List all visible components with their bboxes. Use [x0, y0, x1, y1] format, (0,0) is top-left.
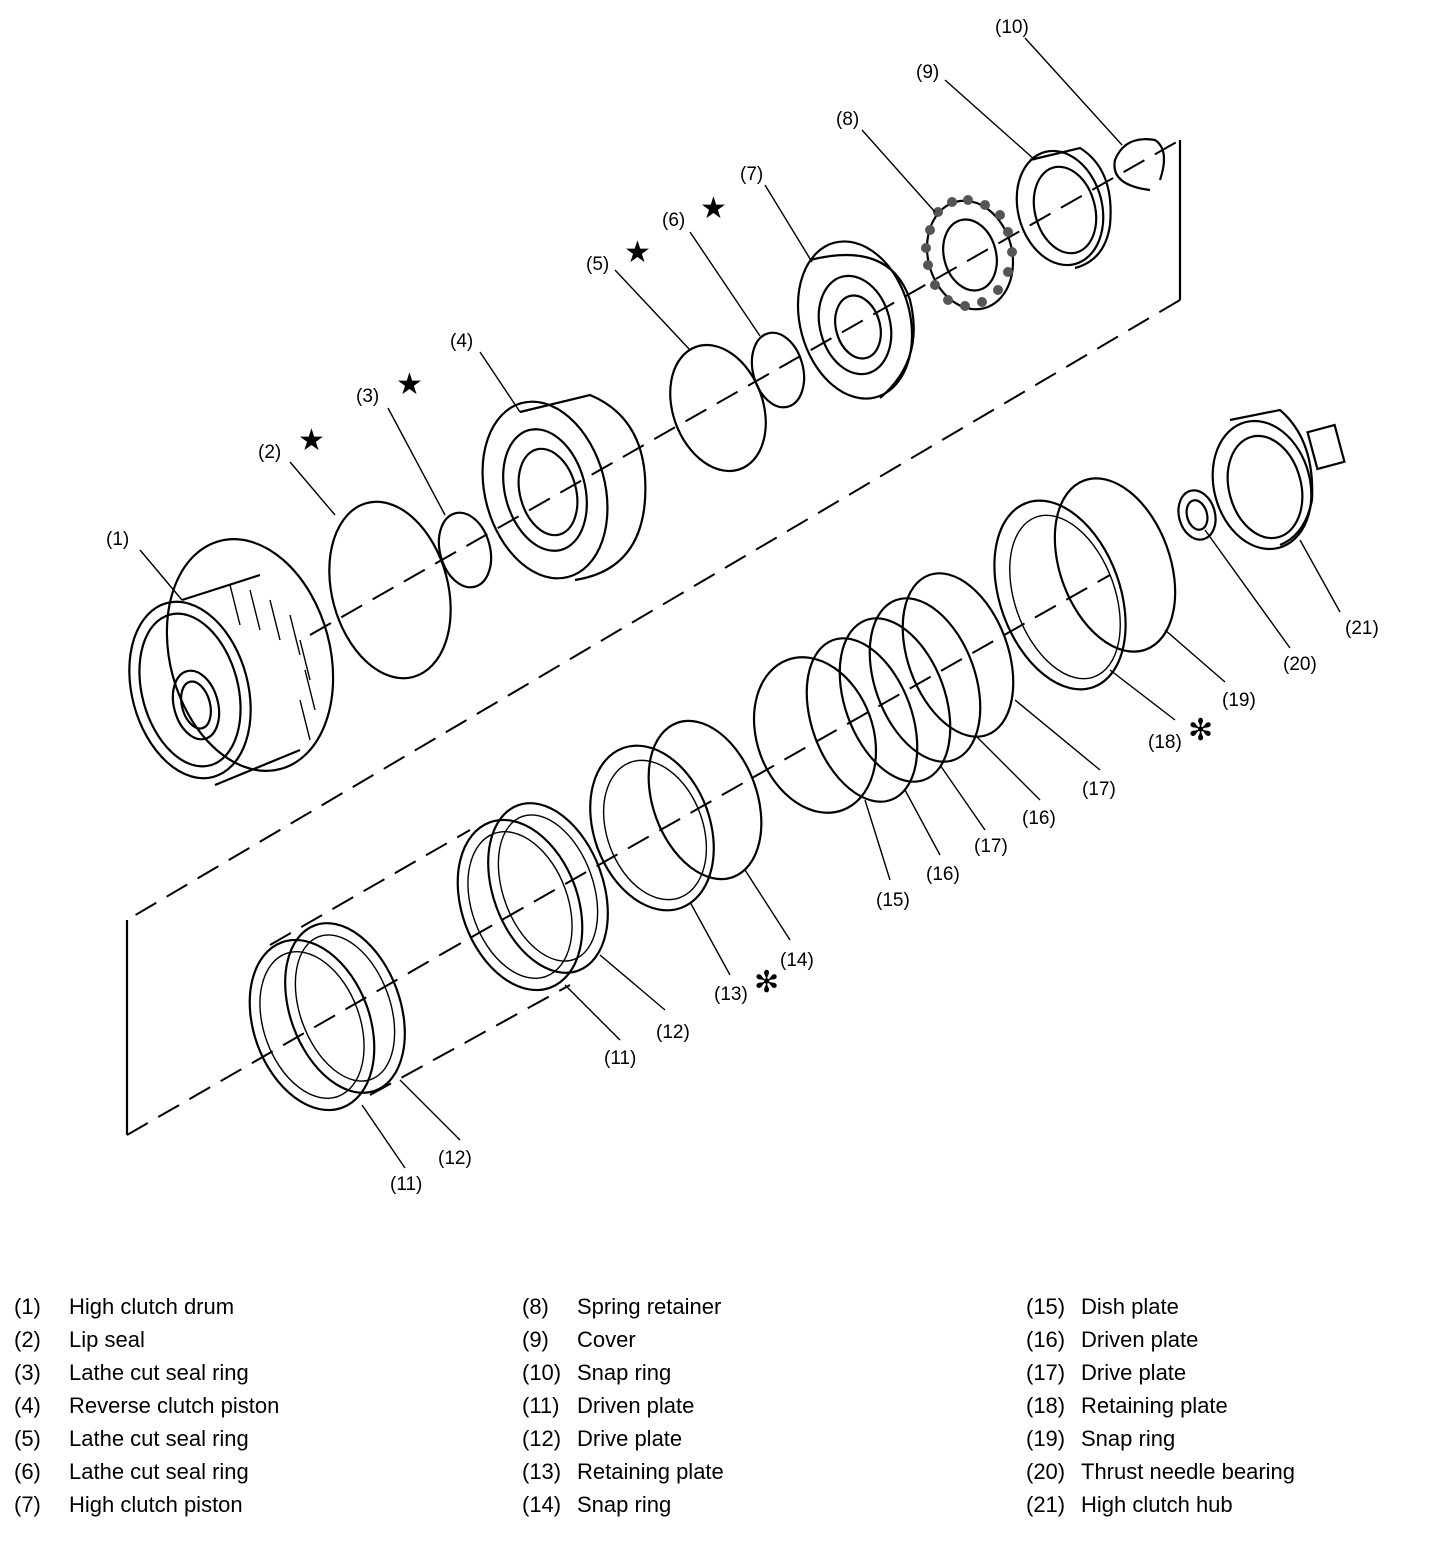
- legend-label: Snap ring: [577, 1360, 672, 1385]
- plate-pair-lower: [248, 922, 406, 1112]
- legend-number: (19): [1026, 1426, 1066, 1451]
- legend-label: Lip seal: [69, 1327, 145, 1352]
- legend-label: Drive plate: [577, 1426, 683, 1451]
- legend-label: Spring retainer: [577, 1294, 722, 1319]
- callout-5: (5): [586, 254, 609, 275]
- legend-label: Lathe cut seal ring: [69, 1459, 249, 1484]
- callout-19: (19): [1222, 690, 1256, 711]
- callout-1: (1): [106, 529, 129, 550]
- high-clutch-hub: [1211, 408, 1346, 551]
- legend-label: Dish plate: [1081, 1294, 1179, 1319]
- legend-label: High clutch drum: [69, 1294, 235, 1319]
- callout-6: (6): [662, 210, 685, 231]
- legend-label: Drive plate: [1081, 1360, 1187, 1385]
- plate-stack-upper: [805, 572, 1015, 803]
- legend-number: (3): [14, 1360, 41, 1385]
- callout-11a: (11): [604, 1048, 636, 1069]
- snap-ring-19: [1053, 477, 1177, 653]
- snap-ring-14: [647, 719, 763, 881]
- legend-number: (14): [522, 1492, 562, 1517]
- legend-label: Reverse clutch piston: [69, 1393, 280, 1418]
- spring-retainer: [921, 195, 1017, 311]
- legend-number: (2): [14, 1327, 41, 1352]
- lathe-cut-seal-ring-3: [437, 511, 493, 589]
- dish-plate: [752, 656, 878, 814]
- callout-12a: (12): [656, 1022, 690, 1043]
- legend-label: High clutch piston: [69, 1492, 243, 1517]
- star-mark-3: ★: [396, 368, 423, 401]
- legend-label: Driven plate: [577, 1393, 695, 1418]
- high-clutch-drum: [128, 538, 335, 787]
- callout-15: (15): [876, 890, 910, 911]
- legend-label: Thrust needle bearing: [1081, 1459, 1296, 1484]
- cover: [1015, 146, 1112, 270]
- callout-9: (9): [916, 62, 939, 83]
- star-mark-2: ★: [298, 424, 325, 457]
- legend-number: (13): [522, 1459, 562, 1484]
- thrust-needle-bearing: [1177, 489, 1217, 541]
- callout-16a: (16): [1022, 808, 1056, 829]
- legend-label: High clutch hub: [1081, 1492, 1233, 1517]
- legend-number: (18): [1026, 1393, 1066, 1418]
- parts-legend: (1) High clutch drum (2) Lip seal (3) Lathe c…: [0, 1290, 1456, 1530]
- leader-lines: [139, 37, 1341, 1169]
- callout-12b: (12): [438, 1148, 472, 1169]
- callout-8: (8): [836, 109, 859, 130]
- legend-label: Cover: [577, 1327, 636, 1352]
- legend-number: (17): [1026, 1360, 1066, 1385]
- legend-number: (1): [14, 1294, 41, 1319]
- legend-number: (5): [14, 1426, 41, 1451]
- plate-pair-upper: [456, 802, 609, 992]
- legend-number: (12): [522, 1426, 562, 1451]
- callout-14: (14): [780, 950, 814, 971]
- star-mark-5: ★: [624, 236, 651, 269]
- star-mark-6: ★: [700, 192, 727, 225]
- legend-number: (16): [1026, 1327, 1066, 1352]
- asterisk-mark-13: ✻: [754, 966, 779, 999]
- callout-16b: (16): [926, 864, 960, 885]
- lathe-cut-seal-ring-6: [750, 331, 806, 409]
- callout-2: (2): [258, 442, 281, 463]
- callout-13: (13): [714, 984, 748, 1005]
- legend-label: Lathe cut seal ring: [69, 1426, 249, 1451]
- retaining-plate-13: [589, 744, 715, 912]
- legend-label: Driven plate: [1081, 1327, 1199, 1352]
- legend-number: (4): [14, 1393, 41, 1418]
- callout-4: (4): [450, 331, 473, 352]
- legend-label: Retaining plate: [577, 1459, 724, 1484]
- legend-number: (6): [14, 1459, 41, 1484]
- legend-number: (9): [522, 1327, 549, 1352]
- callout-11b: (11): [390, 1174, 422, 1195]
- callout-18: (18): [1148, 732, 1182, 753]
- legend-label: Snap ring: [577, 1492, 672, 1517]
- lip-seal: [328, 500, 452, 680]
- legend-number: (10): [522, 1360, 562, 1385]
- legend-number: (21): [1026, 1492, 1066, 1517]
- high-clutch-piston: [796, 240, 915, 400]
- callout-20: (20): [1283, 654, 1317, 675]
- legend-number: (7): [14, 1492, 41, 1517]
- exploded-view-diagram: (1) (2) (3) (4) (5) (6) (7) (8) (9) (10)…: [106, 17, 1379, 1195]
- legend-number: (8): [522, 1294, 549, 1319]
- callout-3: (3): [356, 386, 379, 407]
- assembly-frame-lines: [125, 139, 1182, 1136]
- legend-number: (15): [1026, 1294, 1066, 1319]
- retaining-plate-18: [993, 499, 1127, 691]
- callout-21: (21): [1345, 618, 1379, 639]
- callout-17a: (17): [1082, 779, 1116, 800]
- callout-7: (7): [740, 164, 763, 185]
- legend-label: Retaining plate: [1081, 1393, 1228, 1418]
- legend-number: (11): [522, 1393, 560, 1418]
- snap-ring-10: [1113, 138, 1166, 192]
- callout-10: (10): [995, 17, 1029, 38]
- legend-label: Lathe cut seal ring: [69, 1360, 249, 1385]
- lathe-cut-seal-ring-5: [669, 343, 767, 473]
- callout-17b: (17): [974, 836, 1008, 857]
- legend-number: (20): [1026, 1459, 1066, 1484]
- asterisk-mark-18: ✻: [1188, 714, 1213, 747]
- reverse-clutch-piston: [481, 393, 647, 582]
- legend-label: Snap ring: [1081, 1426, 1176, 1451]
